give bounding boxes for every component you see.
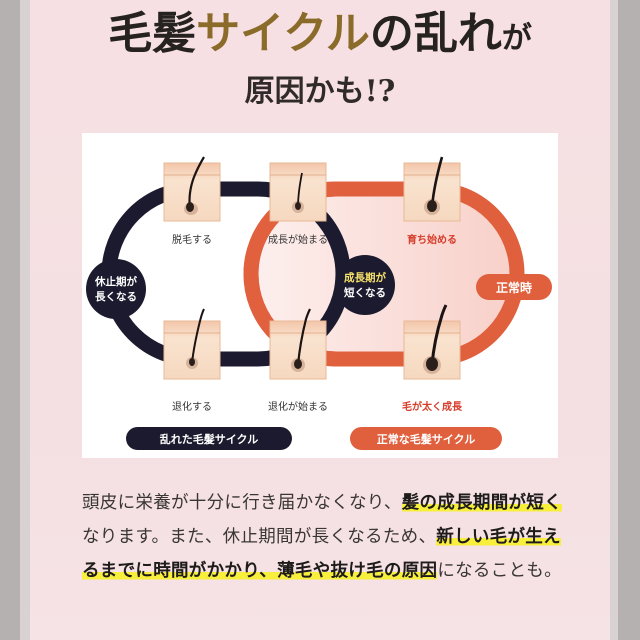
page-title: 毛髪サイクルの乱れが [0, 2, 640, 71]
legend-disrupted: 乱れた毛髪サイクル [126, 427, 292, 450]
legend-normal: 正常な毛髪サイクル [350, 427, 502, 450]
tag-normal: 正常時 [476, 274, 552, 300]
node-shed [163, 156, 221, 222]
badge-resting-longer: 休止期が 長くなる [86, 259, 146, 319]
badge-resting-line1: 休止期が [94, 275, 137, 288]
title-part-disorder: の乱れ [369, 8, 502, 59]
node-regress-start [269, 308, 327, 380]
hair-cycle-diagram: 脱毛する 成長が始まる 育ち始める 退化する 退化が始まる 毛が太く成長 休止期… [82, 133, 558, 458]
badge-growth-shorter: 成長期が 短くなる [335, 255, 395, 315]
label-growth-start: 成長が始まる [268, 233, 328, 246]
node-hair-thick [403, 304, 461, 380]
title-part-cycle: サイクル [196, 8, 370, 59]
legend-disrupted-label: 乱れた毛髪サイクル [160, 432, 258, 446]
highlight-growth-short: 髪の成長期間が短く [401, 493, 562, 513]
description-segment-1: 頭皮に栄養が十分に行き届かなくなり、 [82, 493, 402, 513]
node-grow-begin [403, 156, 461, 222]
badge-growth-line2: 短くなる [344, 286, 386, 299]
title-part-hair: 毛髪 [108, 8, 197, 59]
disrupted-cycle-track [101, 181, 351, 367]
tag-normal-label: 正常時 [496, 280, 532, 295]
label-shed: 脱毛する [172, 233, 212, 246]
node-regress [163, 308, 221, 380]
label-regress: 退化する [172, 400, 212, 413]
node-growth-start [269, 162, 327, 222]
description-segment-2: なります。また、休止期間が長くなるため、 [82, 527, 437, 547]
legend-normal-label: 正常な毛髪サイクル [377, 432, 475, 446]
title-part-particle: が [501, 21, 532, 56]
page-subtitle: 原因かも!? [244, 74, 396, 109]
label-hair-thick: 毛が太く成長 [402, 400, 463, 413]
badge-growth-line1: 成長期が [344, 271, 386, 284]
badge-resting-line2: 長くなる [95, 291, 137, 303]
label-regress-start: 退化が始まる [268, 400, 328, 413]
description-paragraph: 頭皮に栄養が十分に行き届かなくなり、髪の成長期間が短くなります。また、休止期間が… [82, 486, 572, 588]
hair-cycle-svg: 脱毛する 成長が始まる 育ち始める 退化する 退化が始まる 毛が太く成長 休止期… [86, 156, 552, 450]
description-segment-3: になることも。 [437, 561, 562, 581]
label-grow-begin: 育ち始める [407, 233, 457, 246]
